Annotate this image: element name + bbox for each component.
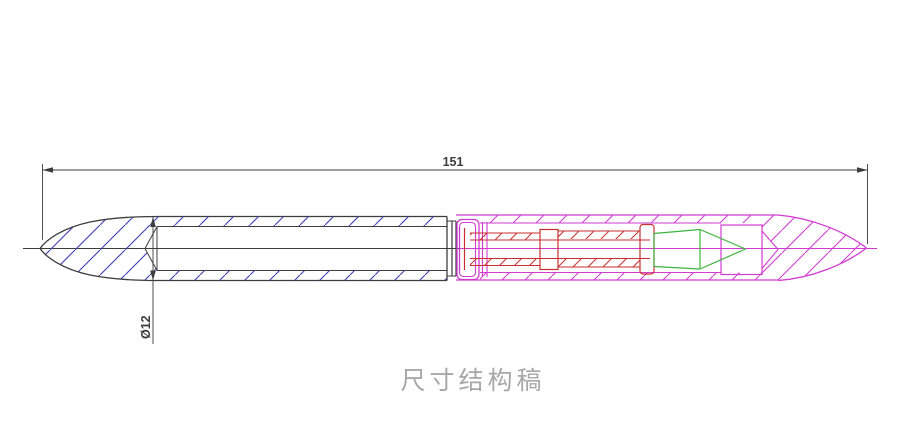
drawing-caption: 尺寸结构稿 [400,367,545,395]
arrow-right-icon [857,167,868,173]
tail-hatch [762,215,867,281]
dimension-diameter: Ø12 [139,217,156,344]
refill-tube [463,223,655,275]
nose-hatch [40,216,157,281]
length-dimension-label: 151 [443,155,464,169]
arrow-up-icon [150,217,156,227]
diameter-dimension-label: Ø12 [139,315,153,339]
barrel-bottom-wall-hatch [157,270,447,281]
front-socket [456,218,488,281]
arrow-left-icon [42,167,53,173]
tip-cone [653,228,746,270]
refill-flange [639,223,655,275]
tube-bottom-wall-hatch [480,272,763,280]
rear-body-section [456,214,867,282]
refill-ring [539,228,559,271]
front-cap-section [39,215,461,282]
arrow-down-icon [150,270,156,281]
barrel-top-wall-hatch [157,216,447,227]
dimension-length: 151 [42,155,868,244]
tube-top-wall-hatch [480,215,763,223]
